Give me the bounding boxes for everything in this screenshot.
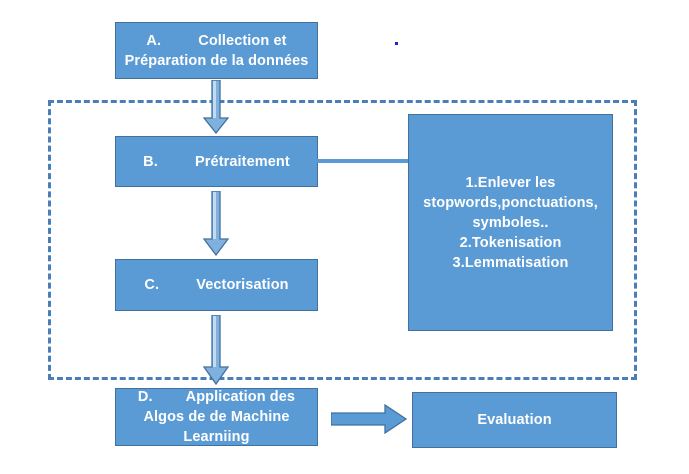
- process-box-c-vectorisation[interactable]: C. Vectorisation: [115, 259, 318, 311]
- arrow-c-to-d-icon: [203, 315, 229, 385]
- process-box-a-label: A. Collection et Préparation de la donné…: [124, 32, 309, 69]
- dashed-group-rectangle: [48, 100, 637, 380]
- process-box-b-label: B. Prétraitement: [143, 153, 290, 170]
- arrow-b-to-c-icon: [203, 191, 229, 256]
- stray-dot-mark: [395, 42, 398, 45]
- arrow-a-to-b-icon: [203, 80, 229, 134]
- process-box-d-machine-learning[interactable]: D. Application des Algos de de Machine L…: [115, 388, 318, 446]
- detail-panel-label: 1.Enlever les stopwords,ponctuations, sy…: [423, 174, 598, 271]
- process-box-evaluation[interactable]: Evaluation: [412, 392, 617, 448]
- process-box-b-pretraitement[interactable]: B. Prétraitement: [115, 136, 318, 187]
- process-box-evaluation-label: Evaluation: [477, 412, 552, 428]
- connector-b-to-detail: [317, 159, 409, 163]
- detail-panel-pretraitement-steps[interactable]: 1.Enlever les stopwords,ponctuations, sy…: [408, 114, 613, 331]
- arrow-d-to-evaluation-icon: [331, 404, 407, 434]
- process-box-d-label: D. Application des Algos de de Machine L…: [137, 389, 296, 445]
- process-box-c-label: C. Vectorisation: [144, 277, 289, 293]
- process-box-a-collection[interactable]: A. Collection et Préparation de la donné…: [115, 22, 318, 79]
